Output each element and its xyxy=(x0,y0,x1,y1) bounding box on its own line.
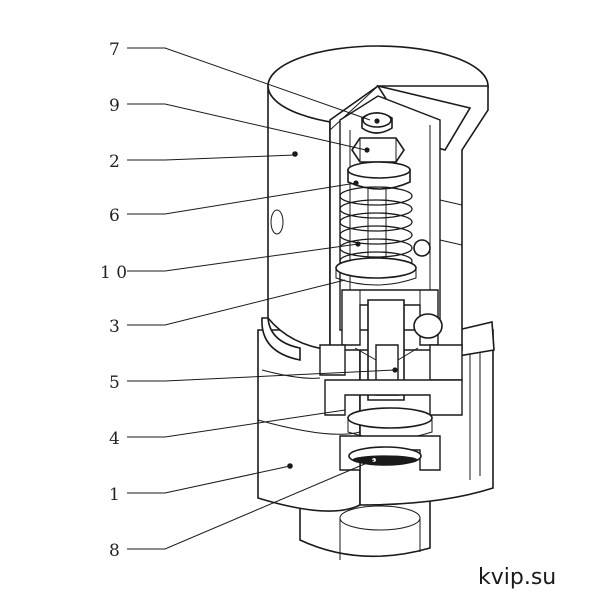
leader-4 xyxy=(127,409,346,438)
leader-lines xyxy=(127,47,396,550)
callout-10: 1 0 xyxy=(100,263,127,283)
leader-9 xyxy=(127,103,367,151)
spring xyxy=(339,186,413,275)
spring-cap xyxy=(347,161,411,190)
lock-nut xyxy=(351,137,405,163)
collar-ring xyxy=(261,317,495,361)
adjust-screw xyxy=(361,112,393,134)
callout-2: 2 xyxy=(109,152,120,172)
callout-1: 1 xyxy=(109,485,120,505)
spring-seat xyxy=(335,239,431,286)
valve-seat xyxy=(339,435,441,471)
callout-7: 7 xyxy=(109,40,120,60)
leader-6 xyxy=(127,182,357,215)
watermark: kvip.su xyxy=(478,565,556,590)
callout-4: 4 xyxy=(109,429,120,449)
callout-9: 9 xyxy=(109,96,120,116)
callout-3: 3 xyxy=(109,317,120,337)
leader-1 xyxy=(127,465,291,494)
callout-8: 8 xyxy=(109,541,120,561)
callout-5: 5 xyxy=(109,373,120,393)
leader-7 xyxy=(127,47,371,121)
leader-10 xyxy=(127,243,359,272)
leader-2 xyxy=(127,154,296,161)
leader-5 xyxy=(127,369,396,382)
callout-labels: 7 9 2 6 1 0 3 5 4 1 8 xyxy=(100,40,127,561)
leader-8 xyxy=(127,459,375,550)
guide-sleeve xyxy=(319,289,463,381)
leader-3 xyxy=(127,279,346,326)
callout-6: 6 xyxy=(109,206,120,226)
